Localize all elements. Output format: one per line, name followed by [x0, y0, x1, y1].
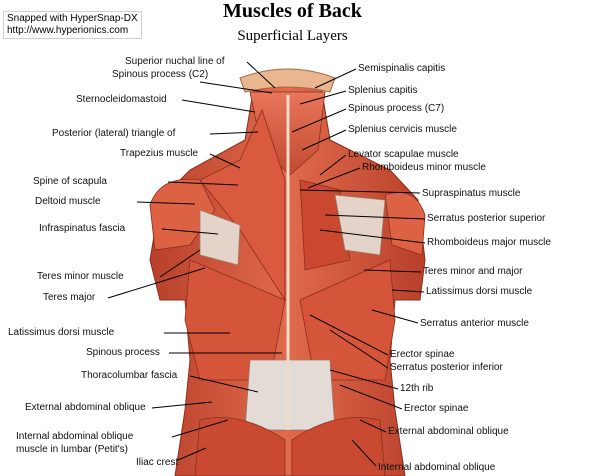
watermark-line2: http://www.hyperionics.com [7, 25, 129, 36]
label-sternocleidomastoid: Sternocleidomastoid [76, 94, 167, 105]
label-deltoid: Deltoid muscle [35, 196, 101, 207]
label-spinous-process: Spinous process [86, 347, 160, 358]
label-teres-major: Teres major [43, 292, 96, 303]
label-spinous-c7: Spinous process (C7) [348, 103, 445, 114]
label-spine-scapula: Spine of scapula [33, 176, 107, 187]
hypersnap-watermark: Snapped with HyperSnap-DX http://www.hyp… [3, 11, 142, 39]
label-teres-minor-major: Teres minor and major [423, 266, 523, 277]
label-serratus-anterior: Serratus anterior muscle [420, 318, 529, 329]
label-semispinalis: Semispinalis capitis [358, 63, 446, 74]
label-iliac-crest: Iliac crest [136, 457, 179, 468]
label-12th-rib: 12th rib [400, 383, 434, 394]
gluteal-right [291, 417, 386, 476]
infraspinatus-left [199, 209, 241, 266]
label-latissimus-left: Latissimus dorsi muscle [8, 327, 115, 338]
label-internal-oblique-left-2: muscle in lumbar (Petit's) [16, 444, 128, 455]
label-internal-oblique-right: Internal abdominal oblique [378, 462, 496, 473]
label-external-oblique-left: External abdominal oblique [25, 402, 146, 413]
page-title: Muscles of Back [223, 0, 362, 22]
latissimus-right [299, 259, 396, 381]
label-splenius-cervicis: Splenius cervicis muscle [348, 124, 457, 135]
label-splenius-capitis: Splenius capitis [348, 85, 418, 96]
label-internal-oblique-left-1: Internal abdominal oblique [16, 431, 134, 442]
label-superior-nuchal-2: Spinous process (C2) [112, 69, 209, 80]
label-thoracolumbar: Thoracolumbar fascia [81, 370, 178, 381]
label-erector-spinae-1: Erector spinae [390, 349, 455, 360]
label-erector-spinae-2: Erector spinae [404, 403, 469, 414]
label-supraspinatus: Supraspinatus muscle [422, 188, 521, 199]
label-serratus-post-sup: Serratus posterior superior [427, 213, 546, 224]
label-teres-minor: Teres minor muscle [37, 271, 124, 282]
label-levator-scapulae: Levator scapulae muscle [348, 149, 459, 160]
latissimus-left [184, 259, 286, 381]
gluteal-left [194, 417, 286, 476]
label-superior-nuchal-1: Superior nuchal line of [125, 56, 225, 67]
page-subtitle: Superficial Layers [237, 28, 348, 44]
label-rhomboideus-minor: Rhomboideus minor muscle [362, 162, 486, 173]
skull-base [239, 68, 336, 93]
watermark-line1: Snapped with HyperSnap-DX [7, 13, 138, 24]
label-rhomboideus-major: Rhomboideus major muscle [427, 237, 551, 248]
label-external-oblique-right: External abdominal oblique [388, 426, 509, 437]
label-latissimus-right: Latissimus dorsi muscle [426, 286, 533, 297]
label-infraspinatus: Infraspinatus fascia [39, 223, 126, 234]
thoracolumbar-fascia [244, 359, 336, 431]
scapula-right [334, 194, 386, 256]
label-trapezius: Trapezius muscle [120, 148, 198, 159]
label-serratus-post-inf: Serratus posterior inferior [390, 362, 503, 373]
label-posterior-triangle: Posterior (lateral) triangle of [52, 128, 176, 139]
